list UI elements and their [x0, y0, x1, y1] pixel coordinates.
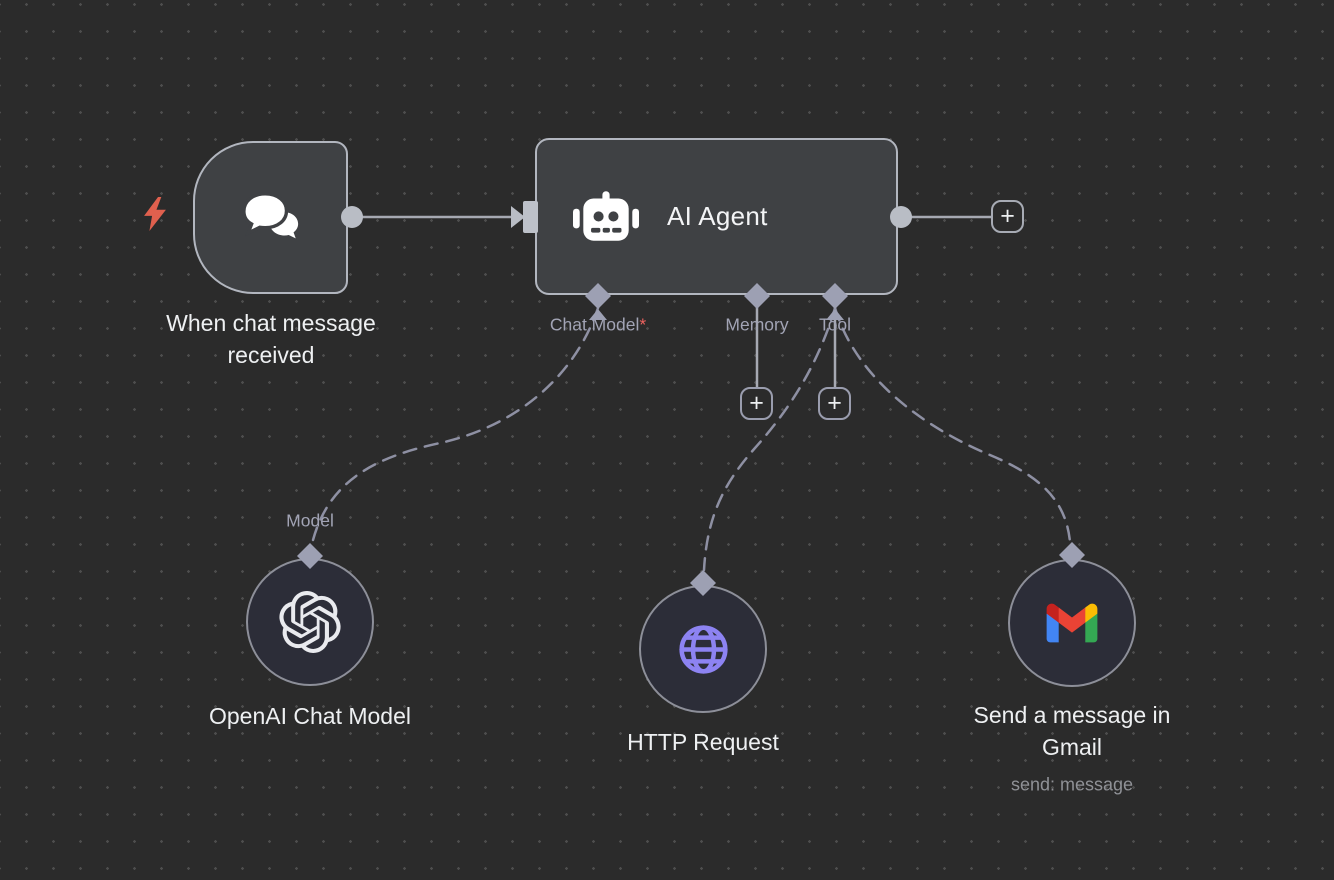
- gmail-node-label: Send a message in Gmail: [973, 702, 1171, 760]
- robot-icon: [573, 190, 639, 241]
- trigger-node-label: When chat message received: [166, 310, 376, 368]
- node-ai-agent[interactable]: AI Agent: [535, 138, 898, 295]
- openai-node-label: OpenAI Chat Model: [208, 703, 412, 729]
- port-label-memory: Memory: [725, 314, 789, 335]
- wire-tool-to-gmail: [833, 306, 1072, 544]
- openai-logo-icon: [279, 591, 341, 653]
- add-memory-button[interactable]: +: [740, 387, 773, 420]
- port-label-model: Model: [286, 510, 334, 531]
- gmail-node-subtitle: send: message: [1010, 774, 1134, 795]
- node-chat-trigger[interactable]: [193, 141, 348, 294]
- http-node-label: HTTP Request: [627, 729, 779, 755]
- add-node-button[interactable]: +: [991, 200, 1024, 233]
- wire-tool-to-http: [702, 306, 837, 572]
- node-openai-chat-model[interactable]: [246, 558, 374, 686]
- chat-bubbles-icon: [241, 191, 298, 238]
- node-gmail[interactable]: [1008, 559, 1136, 687]
- port-label-chat-model: Chat Model*: [549, 314, 647, 335]
- node-http-request[interactable]: [639, 585, 767, 713]
- gmail-logo-icon: [1046, 603, 1098, 643]
- globe-icon: [678, 624, 728, 674]
- trigger-bolt-icon: [144, 197, 166, 231]
- add-tool-button[interactable]: +: [818, 387, 851, 420]
- agent-input-arrow: [511, 206, 525, 228]
- agent-node-title: AI Agent: [667, 201, 768, 231]
- port-label-tool: Tool: [818, 314, 852, 335]
- required-asterisk: *: [639, 314, 647, 335]
